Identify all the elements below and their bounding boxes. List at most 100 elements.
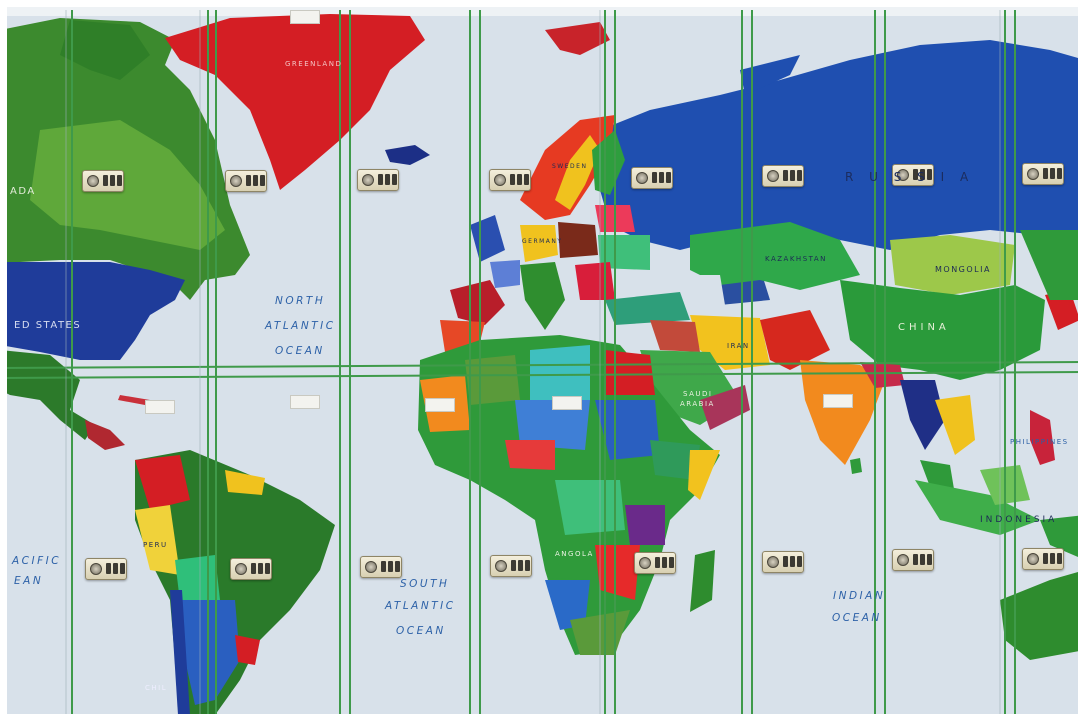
locker-lock[interactable] (634, 552, 676, 574)
locker-lock[interactable] (892, 164, 934, 186)
paraguay-uruguay (235, 635, 260, 665)
lock-dial[interactable] (920, 169, 925, 180)
caspian-sea (700, 275, 725, 305)
lock-dial[interactable] (659, 172, 664, 183)
locker-lock[interactable] (225, 170, 267, 192)
africa-tanzania (625, 505, 665, 545)
lock-dial[interactable] (381, 561, 386, 572)
locker-seams (0, 10, 1085, 721)
locker-lock[interactable] (360, 556, 402, 578)
lock-dial[interactable] (669, 557, 674, 568)
locker-lock[interactable] (489, 169, 531, 191)
lock-dial[interactable] (790, 556, 795, 567)
europe-italy (520, 262, 565, 330)
locker-lock[interactable] (1022, 163, 1064, 185)
locker-lock[interactable] (631, 167, 673, 189)
europe-uk (470, 215, 505, 262)
lock-dial[interactable] (927, 169, 932, 180)
lock-knob (1027, 553, 1039, 565)
locker-sticker (823, 394, 853, 408)
lock-dial[interactable] (1057, 553, 1062, 564)
lock-dial[interactable] (251, 563, 256, 574)
lock-dial[interactable] (662, 557, 667, 568)
lock-dial[interactable] (525, 560, 530, 571)
lock-dial[interactable] (117, 175, 122, 186)
angola-label: ANGOLA (555, 550, 594, 558)
lock-dial[interactable] (120, 563, 125, 574)
lock-dial[interactable] (797, 170, 802, 181)
lock-dial[interactable] (265, 563, 270, 574)
europe-balkans (575, 262, 615, 300)
lock-dial[interactable] (392, 174, 397, 185)
lock-dial[interactable] (1043, 553, 1048, 564)
lock-dial[interactable] (920, 554, 925, 565)
sweden (555, 135, 600, 210)
greenland-landmass (165, 14, 425, 190)
lock-dial[interactable] (652, 172, 657, 183)
lock-dial[interactable] (258, 563, 263, 574)
lock-dial[interactable] (927, 554, 932, 565)
lock-dial[interactable] (797, 556, 802, 567)
mongolia (890, 235, 1015, 295)
south-atlantic-label-2: ATLANTIC (385, 600, 456, 612)
lock-dial[interactable] (783, 170, 788, 181)
locker-lock[interactable] (82, 170, 124, 192)
lock-dial[interactable] (790, 170, 795, 181)
lock-dial[interactable] (103, 175, 108, 186)
lock-dial[interactable] (106, 563, 111, 574)
locker-lock[interactable] (490, 555, 532, 577)
australia (1000, 570, 1085, 660)
lock-knob (636, 172, 648, 184)
north-atlantic-label-2: ATLANTIC (265, 320, 336, 332)
lock-dial[interactable] (511, 560, 516, 571)
lock-dial[interactable] (388, 561, 393, 572)
lock-dial[interactable] (518, 560, 523, 571)
lock-dial[interactable] (253, 175, 258, 186)
africa-nigeria (505, 440, 555, 470)
europe-france (450, 280, 505, 325)
lock-dial[interactable] (110, 175, 115, 186)
lock-knob (87, 175, 99, 187)
locker-lock[interactable] (357, 169, 399, 191)
laos-vietnam (935, 395, 975, 455)
lock-dial[interactable] (517, 174, 522, 185)
lock-dial[interactable] (385, 174, 390, 185)
lock-dial[interactable] (913, 169, 918, 180)
locker-lock[interactable] (85, 558, 127, 580)
lock-dial[interactable] (524, 174, 529, 185)
kazakhstan-label: KAZAKHSTAN (765, 255, 827, 263)
lock-dial[interactable] (378, 174, 383, 185)
lock-knob (365, 561, 377, 573)
lock-dial[interactable] (113, 563, 118, 574)
lock-dial[interactable] (1050, 553, 1055, 564)
chile-strip (170, 590, 190, 715)
europe-misc (490, 260, 520, 288)
locker-lock[interactable] (762, 551, 804, 573)
europe-ukraine (598, 235, 650, 270)
yemen-oman (700, 385, 750, 430)
lock-dial[interactable] (395, 561, 400, 572)
argentina (180, 600, 240, 705)
lock-dial[interactable] (1043, 168, 1048, 179)
lock-knob (897, 169, 909, 181)
locker-sticker (145, 400, 175, 414)
lock-dial[interactable] (510, 174, 515, 185)
locker-lock[interactable] (230, 558, 272, 580)
lock-dial[interactable] (783, 556, 788, 567)
lock-dial[interactable] (1050, 168, 1055, 179)
lock-dial[interactable] (913, 554, 918, 565)
locker-lock[interactable] (892, 549, 934, 571)
indonesia-label: INDONESIA (980, 515, 1058, 525)
central-america (85, 420, 125, 450)
lock-dial[interactable] (666, 172, 671, 183)
lock-dial[interactable] (655, 557, 660, 568)
lock-knob (767, 556, 779, 568)
lock-dial[interactable] (260, 175, 265, 186)
lock-knob (767, 170, 779, 182)
locker-lock[interactable] (762, 165, 804, 187)
lock-dial[interactable] (246, 175, 251, 186)
locker-lock[interactable] (1022, 548, 1064, 570)
lock-dial[interactable] (1057, 168, 1062, 179)
